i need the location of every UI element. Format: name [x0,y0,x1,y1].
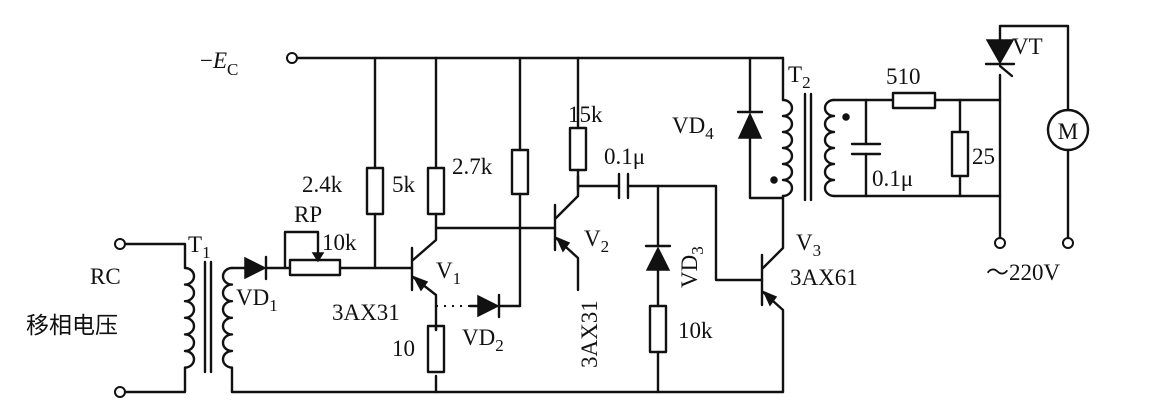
transformer-t1 [183,260,234,374]
c1-label: 0.1μ [604,144,645,169]
wire-cap-node [626,184,764,282]
r5k-label: 5k [392,172,416,197]
resistor-510 [891,91,937,110]
wire-t2-secondary [832,98,1002,198]
v3-label: V3 [796,230,821,260]
v2-type-label: 3AX31 [577,300,602,368]
resistor-5k [426,166,446,216]
diode-vd1 [244,255,268,281]
transistor-v1 [410,212,438,332]
mains-terminal-right [1062,237,1074,249]
c2-label: 0.1μ [872,166,913,191]
diode-vd2 [477,293,501,319]
motor [1046,108,1090,152]
resistor-15k [568,126,588,172]
r27k-label: 2.7k [452,154,493,179]
vd2-label: VD2 [462,325,504,355]
supply-label: −EC [200,48,238,79]
transistor-v3 [760,196,785,394]
r15k-label: 15k [568,102,603,127]
input-label-phase: 移相电压 [26,313,118,339]
r24k-label: 2.4k [302,172,343,197]
transformer-t2 [770,92,850,202]
v1-label: V1 [436,258,461,288]
input-terminal-top [114,238,126,250]
r25-label: 25 [972,144,995,169]
thyristor-vt [984,39,1016,78]
wire-t2-primary [748,56,785,200]
diode-vd4 [736,110,764,139]
motor-label: M [1058,119,1078,144]
r10k-label: 10k [678,318,713,343]
transistor-v2 [553,174,580,292]
t2-label: T2 [788,62,811,92]
rp-value-label: 10k [322,230,357,255]
mains-label: ～220V [986,260,1061,285]
vt-label: VT [1012,34,1043,59]
v1-type-label: 3AX31 [332,300,400,325]
input-label-rc: RC [90,264,121,289]
v2-label: V2 [584,226,609,256]
vd3-label: VD3 [677,246,707,288]
t1-label: T1 [188,232,211,262]
input-terminal-bottom [114,386,126,398]
wire-vt [998,24,1070,240]
mains-terminal-left [994,237,1006,249]
rp-label: RP [294,202,322,227]
resistor-2-4k [365,166,385,216]
diode-vd3 [644,244,672,271]
r10-label: 10 [392,336,415,361]
resistor-10 [426,324,446,374]
r510-label: 510 [886,64,921,89]
t1-secondary-wires [230,266,247,394]
vd1-label: VD1 [236,285,278,315]
capacitor-c2 [850,142,882,156]
resistor-25 [950,130,970,178]
v3-type-label: 3AX61 [790,265,858,290]
resistor-10k [648,304,668,354]
svg-text:−EC: −EC [200,48,238,79]
supply-terminal [286,52,298,64]
input-wires [123,242,187,394]
resistor-2-7k [510,148,530,196]
capacitor-c1 [617,172,630,200]
vd4-label: VD4 [672,113,714,143]
